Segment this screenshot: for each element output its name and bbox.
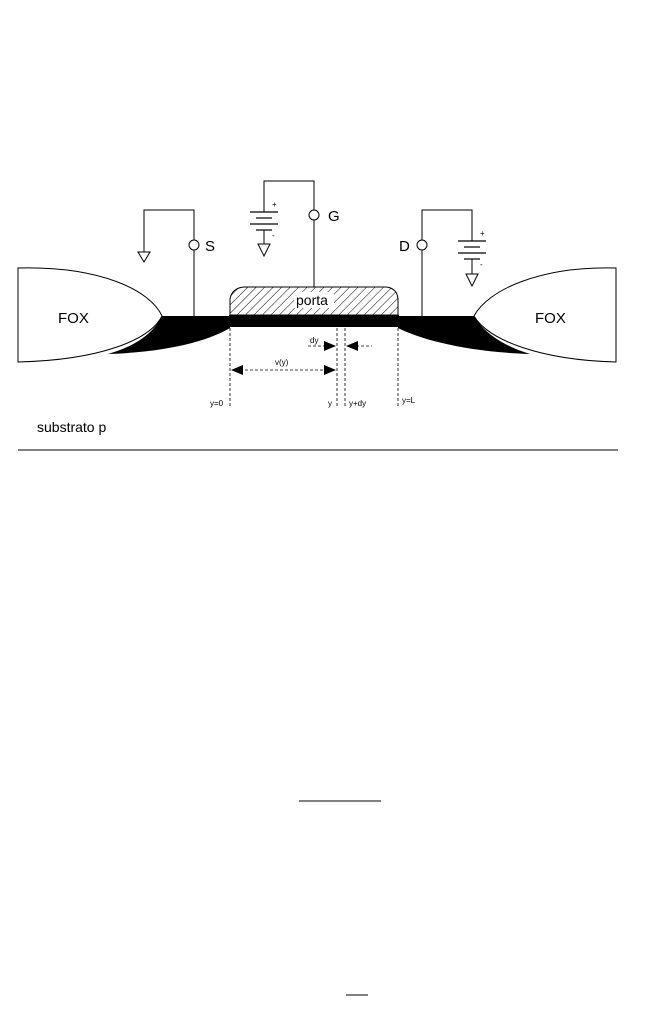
pos-label-y: y xyxy=(328,399,332,408)
gate-terminal xyxy=(309,210,319,220)
dy-label: dy xyxy=(310,336,318,345)
source-label: S xyxy=(205,238,215,255)
drain-terminal xyxy=(417,240,427,250)
gate-battery-plus: + xyxy=(272,200,277,209)
pos-label-yL: y=L xyxy=(402,396,416,405)
pos-label-y0: y=0 xyxy=(210,399,224,408)
drain-label: D xyxy=(399,238,410,255)
dy-arrow-right-icon xyxy=(346,341,358,351)
gate-battery-minus: - xyxy=(272,231,275,240)
vy-label: v(y) xyxy=(275,358,289,367)
drain-battery-plus: + xyxy=(480,229,485,238)
gate-region-label: porta xyxy=(296,292,328,308)
dy-arrow-left-icon xyxy=(324,341,336,351)
vy-arrow-right-icon xyxy=(324,365,336,375)
source-terminal xyxy=(189,240,199,250)
drain-battery-minus: - xyxy=(480,260,483,269)
fox-left-label: FOX xyxy=(58,310,89,327)
source-ground-wire xyxy=(144,210,194,252)
pos-label-ydy: y+dy xyxy=(349,399,366,408)
drain-wire xyxy=(422,210,472,241)
fox-right-label: FOX xyxy=(535,310,566,327)
gate-label: G xyxy=(328,208,340,225)
source-ground-icon xyxy=(138,252,150,262)
channel xyxy=(229,315,399,327)
vy-arrow-left-icon xyxy=(231,365,243,375)
substrate-label: substrato p xyxy=(37,419,106,435)
